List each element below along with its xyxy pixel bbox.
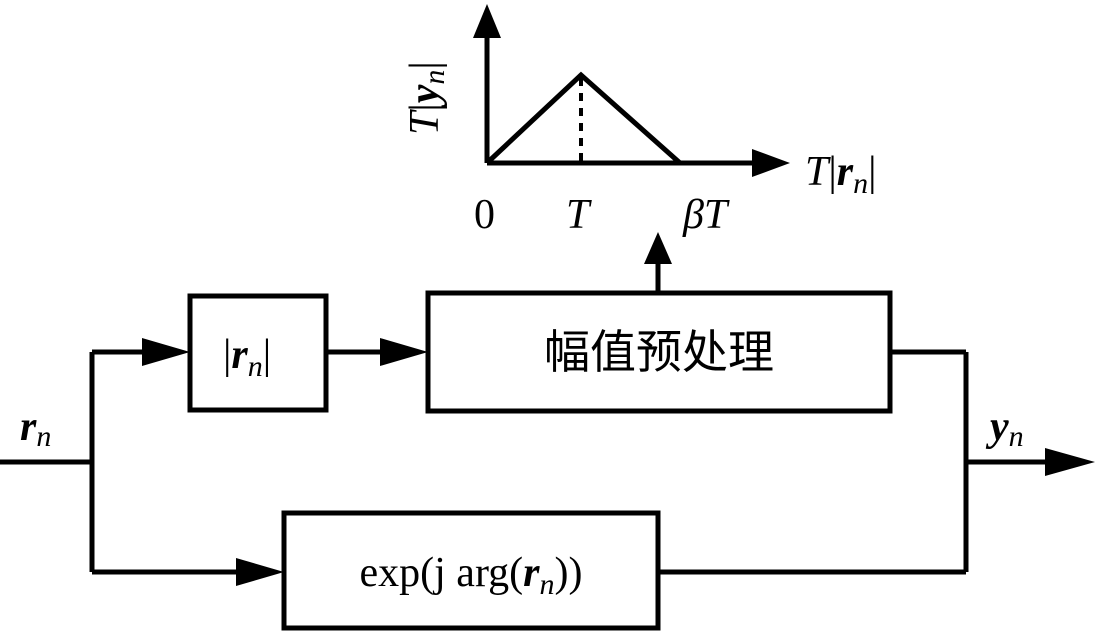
magnitude-block [187, 293, 329, 413]
transfer-plot-x-axis-label: T|rn| [805, 149, 877, 200]
output-arrowhead [1045, 448, 1095, 476]
phase-block-label: exp(j arg(rn)) [360, 550, 583, 601]
lower-input-arrowhead [236, 558, 284, 586]
upper-input-arrowhead [142, 338, 190, 366]
transfer-plot-y-axis-label: T|yn| [402, 61, 451, 135]
tick-end-label: βT [682, 192, 730, 238]
output-signal-label: yn [985, 404, 1024, 453]
transfer-plot-y-axis-arrowhead [473, 4, 501, 38]
tick-peak-label: T [566, 192, 592, 238]
amplitude-preprocess-label: 幅值预处理 [544, 327, 774, 378]
transfer-plot-x-axis-arrowhead [752, 149, 790, 177]
transfer-curve [485, 71, 682, 165]
magnitude-block-label: |rn| [223, 332, 271, 383]
amplitude-preprocess-block [425, 290, 893, 414]
input-signal-label: rn [20, 404, 51, 453]
magnitude-to-preprocess-arrowhead [380, 338, 428, 366]
tick-origin-label: 0 [474, 192, 495, 238]
preprocess-to-plot-arrowhead [644, 232, 672, 264]
